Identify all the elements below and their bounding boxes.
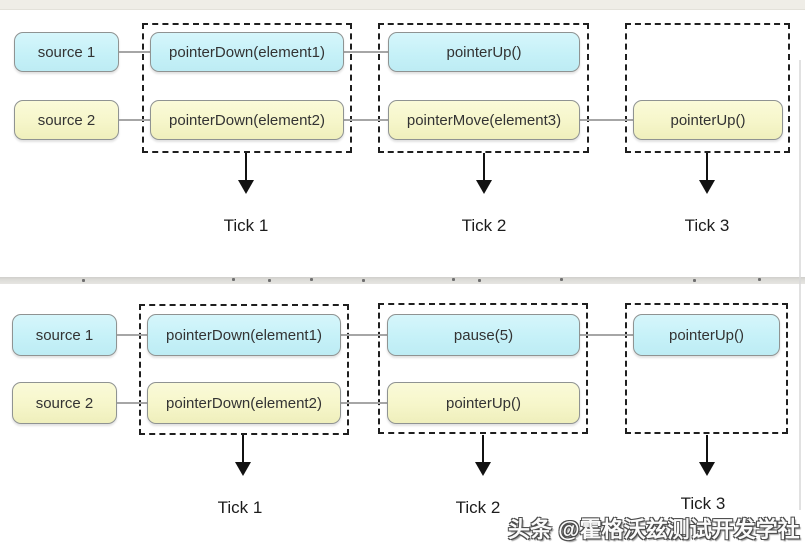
right-edge-artifact [799, 60, 801, 510]
action-box: pointerUp() [633, 100, 783, 140]
source1-box: source 1 [14, 32, 119, 72]
down-arrow-shaft [245, 153, 247, 181]
source2-box: source 2 [12, 382, 117, 424]
divider-artifact [82, 279, 85, 282]
down-arrow-icon [475, 462, 491, 476]
connector-line [119, 119, 150, 121]
connector-line [580, 334, 633, 336]
divider-artifact [452, 278, 455, 281]
divider-artifact [758, 278, 761, 281]
action-box: pause(5) [387, 314, 580, 356]
tick-label: Tick 2 [455, 498, 501, 517]
connector-line [341, 334, 387, 336]
down-arrow-icon [699, 462, 715, 476]
toutiao-watermark: 头条 @霍格沃兹测试开发学社 [508, 517, 800, 542]
action-box: pointerDown(element1) [150, 32, 344, 72]
connector-line [117, 334, 147, 336]
divider-artifact [560, 278, 563, 281]
connector-line [119, 51, 150, 53]
down-arrow-icon [476, 180, 492, 194]
divider-artifact [478, 279, 481, 282]
down-arrow-shaft [242, 435, 244, 463]
action-box: pointerUp() [387, 382, 580, 424]
tick-label: Tick 1 [217, 498, 263, 517]
tick-label: Tick 2 [461, 216, 507, 235]
down-arrow-icon [699, 180, 715, 194]
divider-artifact [268, 279, 271, 282]
source1-box: source 1 [12, 314, 117, 356]
connector-line [580, 119, 633, 121]
down-arrow-icon [235, 462, 251, 476]
down-arrow-icon [238, 180, 254, 194]
tick3-container [625, 303, 788, 434]
action-box: pointerUp() [388, 32, 580, 72]
tick1-container [139, 304, 349, 435]
connector-line [341, 402, 387, 404]
tick3-container [625, 23, 790, 153]
action-box: pointerDown(element1) [147, 314, 341, 356]
connector-line [117, 402, 147, 404]
action-box: pointerMove(element3) [388, 100, 580, 140]
connector-line [344, 119, 388, 121]
section-divider [0, 277, 805, 284]
down-arrow-shaft [706, 435, 708, 463]
action-box: pointerUp() [633, 314, 780, 356]
down-arrow-shaft [482, 435, 484, 463]
action-box: pointerDown(element2) [147, 382, 341, 424]
tick1-container [142, 23, 352, 153]
tick-label: Tick 3 [684, 216, 730, 235]
down-arrow-shaft [483, 153, 485, 181]
tick2-container [378, 23, 589, 153]
connector-line [344, 51, 388, 53]
tick2-container [378, 303, 588, 434]
divider-artifact [310, 278, 313, 281]
down-arrow-shaft [706, 153, 708, 181]
divider-artifact [362, 279, 365, 282]
tick-label: Tick 3 [680, 494, 726, 513]
top-band [0, 0, 805, 10]
action-box: pointerDown(element2) [150, 100, 344, 140]
source2-box: source 2 [14, 100, 119, 140]
divider-artifact [693, 279, 696, 282]
divider-artifact [232, 278, 235, 281]
tick-label: Tick 1 [223, 216, 269, 235]
